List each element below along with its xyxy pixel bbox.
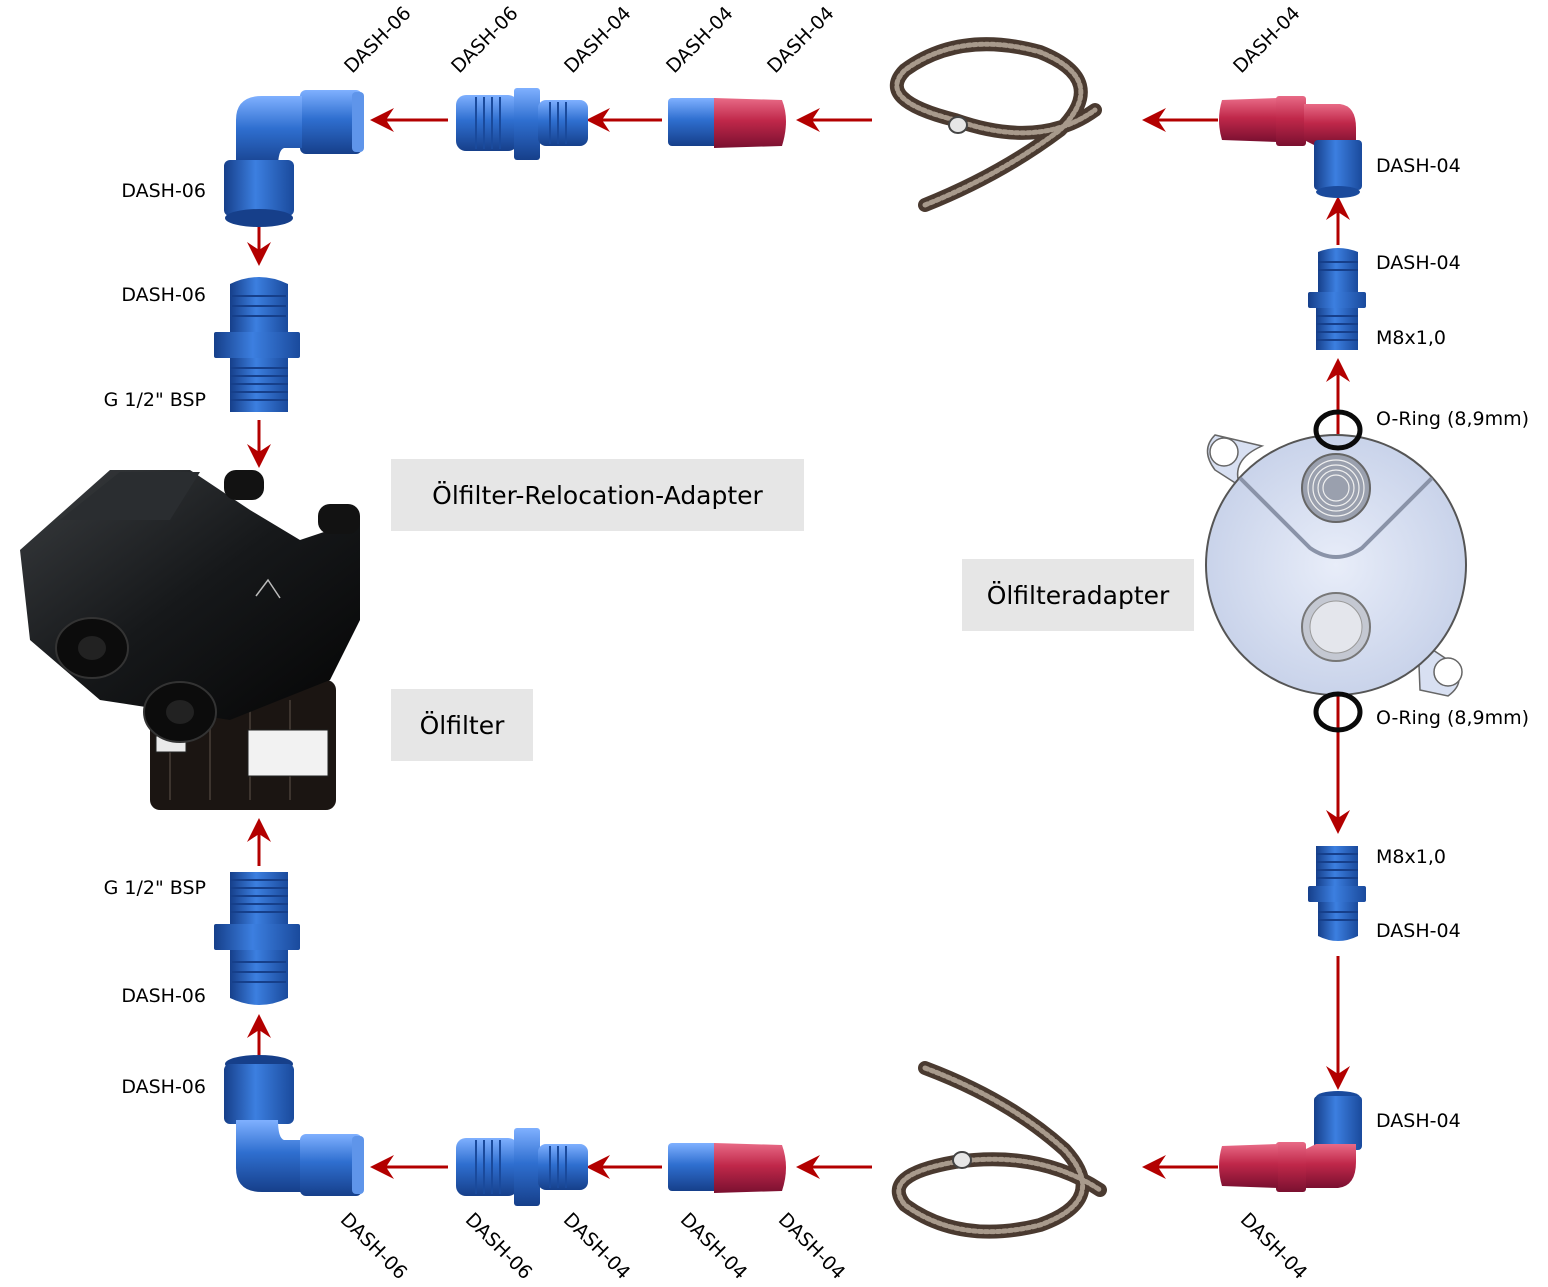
hose-end-straight-top[interactable] bbox=[668, 98, 786, 148]
braided-hose-top[interactable] bbox=[889, 37, 1102, 212]
oil-filter-adapter-plate[interactable] bbox=[1205, 434, 1467, 697]
right-label-lower-adapter-top: M8x1,0 bbox=[1376, 846, 1446, 868]
right-label-upper-oring: O-Ring (8,9mm) bbox=[1376, 408, 1530, 430]
left-label-upper-adapter-top: DASH-06 bbox=[121, 284, 206, 306]
right-label-upper-elbow: DASH-04 bbox=[1376, 155, 1461, 177]
oring-upper[interactable] bbox=[1313, 409, 1363, 451]
braided-hose-bottom[interactable] bbox=[891, 1061, 1107, 1239]
left-label-upper-elbow: DASH-06 bbox=[121, 180, 206, 202]
right-label-lower-oring: O-Ring (8,9mm) bbox=[1376, 707, 1530, 729]
caption-oil-filter-text: Ölfilter bbox=[419, 710, 505, 740]
oring-lower[interactable] bbox=[1313, 691, 1363, 733]
adapter-right-upper[interactable] bbox=[1308, 248, 1366, 350]
reducer-fitting-bottom[interactable] bbox=[456, 1128, 588, 1206]
adapter-right-lower[interactable] bbox=[1308, 846, 1366, 941]
caption-relocation-adapter-text: Ölfilter-Relocation-Adapter bbox=[432, 480, 763, 510]
left-label-lower-elbow: DASH-06 bbox=[121, 1076, 206, 1098]
adapter-left-lower[interactable] bbox=[214, 872, 300, 1005]
caption-relocation-adapter: Ölfilter-Relocation-Adapter bbox=[391, 459, 804, 531]
hose-end-90-bottom-right[interactable] bbox=[1219, 1091, 1362, 1192]
left-label-upper-adapter-bottom: G 1/2" BSP bbox=[103, 389, 206, 411]
right-label-upper-adapter-bottom: M8x1,0 bbox=[1376, 327, 1446, 349]
hose-end-90-top-right[interactable] bbox=[1219, 96, 1362, 198]
caption-filter-adapter: Ölfilteradapter bbox=[962, 559, 1194, 631]
left-label-lower-adapter-bottom: DASH-06 bbox=[121, 985, 206, 1007]
oil-filter-relocation-assembly[interactable] bbox=[20, 470, 360, 810]
right-label-lower-adapter-bottom: DASH-04 bbox=[1376, 920, 1461, 942]
right-label-upper-adapter-top: DASH-04 bbox=[1376, 252, 1461, 274]
caption-oil-filter: Ölfilter bbox=[391, 689, 533, 761]
right-label-lower-elbow: DASH-04 bbox=[1376, 1110, 1461, 1132]
flow-arrows bbox=[247, 108, 1350, 1179]
left-label-lower-adapter-top: G 1/2" BSP bbox=[103, 877, 206, 899]
caption-filter-adapter-text: Ölfilteradapter bbox=[986, 580, 1170, 610]
elbow-fitting-bottom-left[interactable] bbox=[224, 1055, 364, 1196]
adapter-left-upper[interactable] bbox=[214, 277, 300, 412]
reducer-fitting-top[interactable] bbox=[456, 88, 588, 160]
hose-end-straight-bottom[interactable] bbox=[668, 1143, 786, 1193]
elbow-fitting-top-left[interactable] bbox=[224, 90, 364, 227]
